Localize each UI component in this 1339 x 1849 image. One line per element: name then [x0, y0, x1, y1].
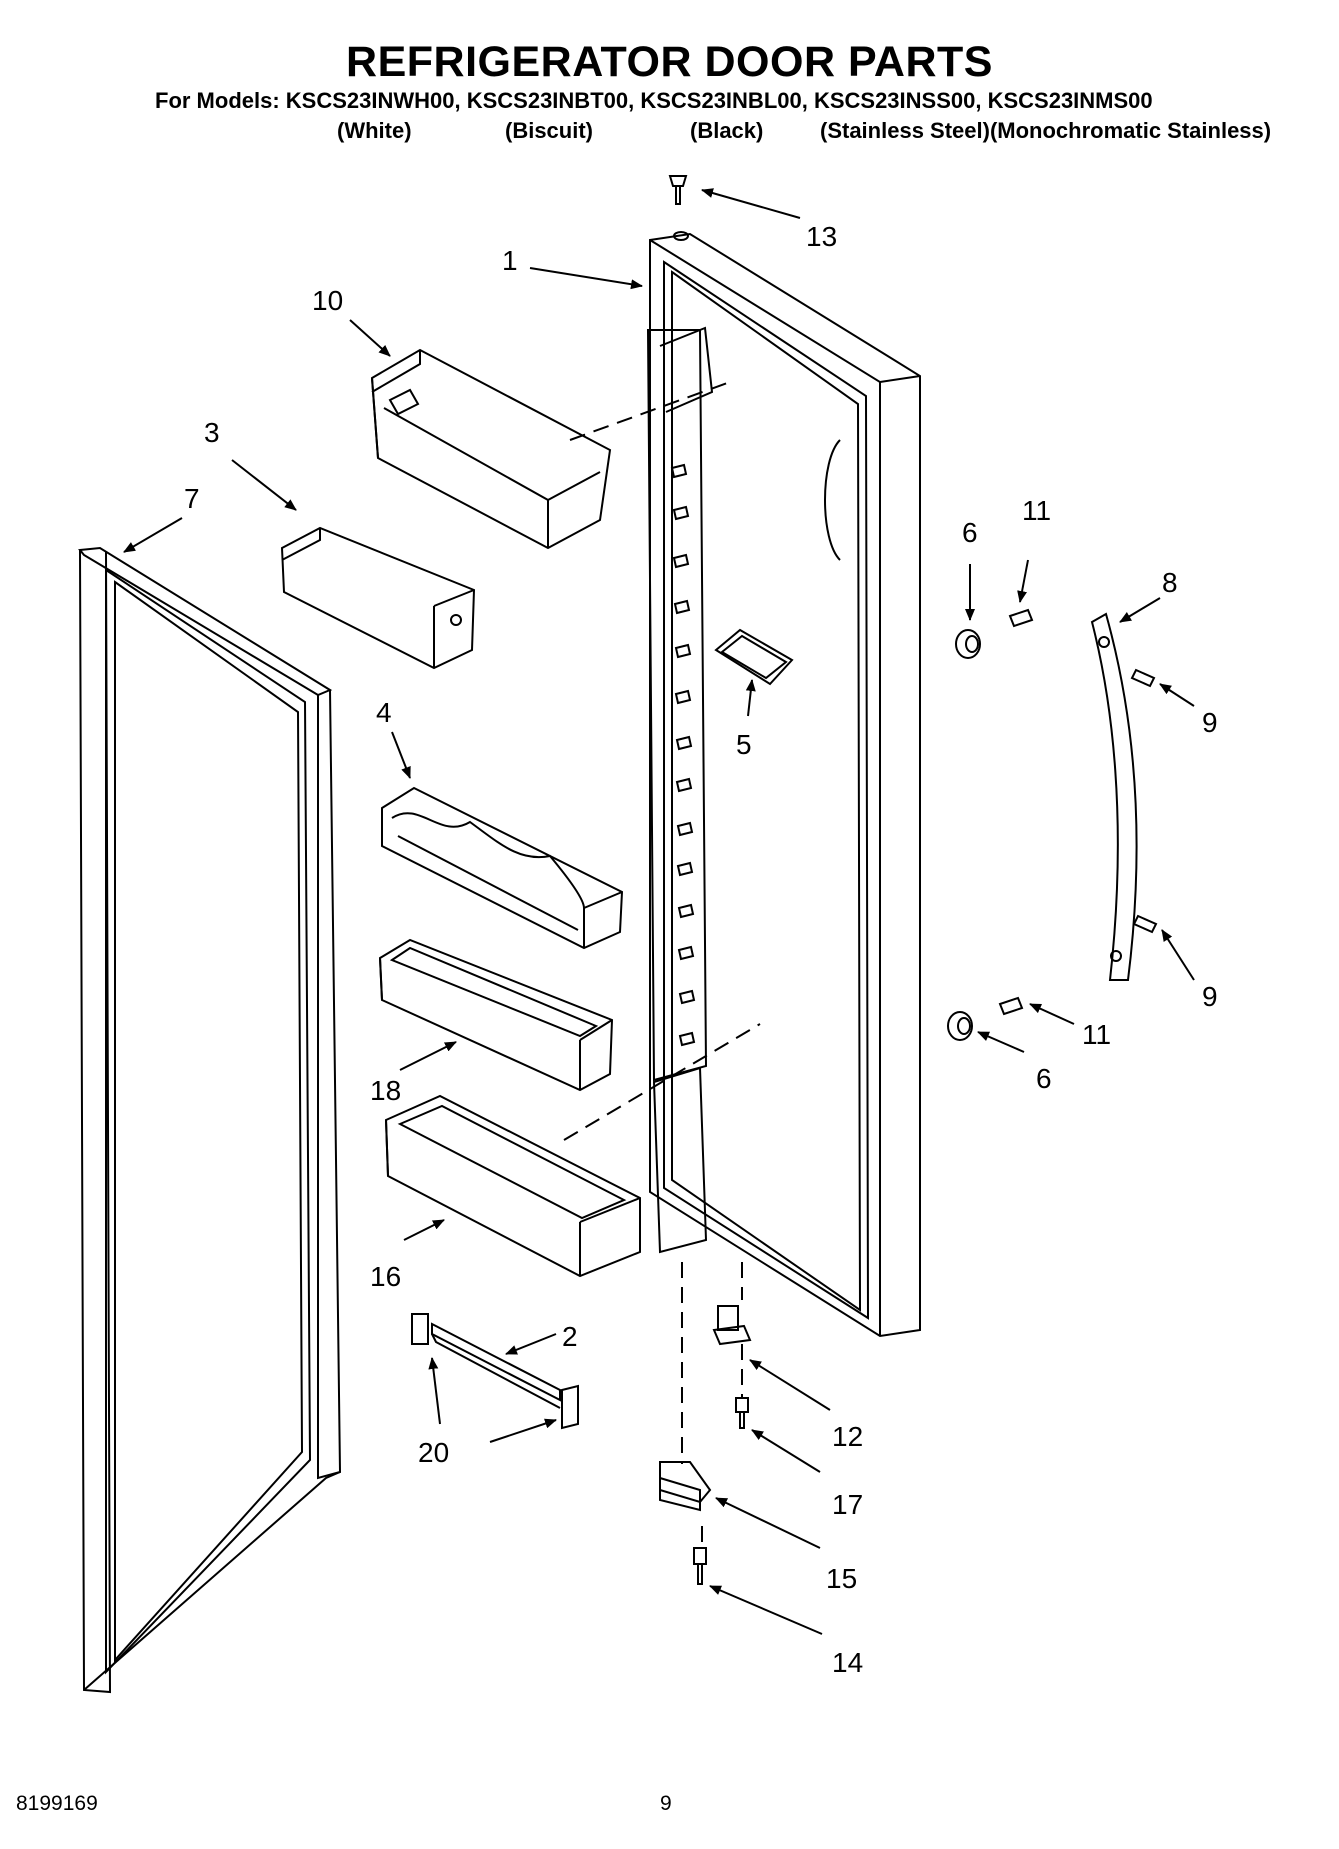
color-biscuit: (Biscuit) — [505, 118, 593, 143]
callout-17: 17 — [832, 1489, 863, 1520]
shelf-rail-part — [411, 1313, 579, 1430]
callout-4: 4 — [376, 697, 392, 728]
door-stop-part — [668, 175, 689, 241]
handle-screw-part — [1130, 668, 1158, 934]
callout-3: 3 — [204, 417, 220, 448]
callout-labels: 13 1 10 3 7 6 11 8 9 5 4 9 18 11 6 16 2 … — [184, 221, 1218, 1678]
callout-6-bottom: 6 — [1036, 1063, 1052, 1094]
hinge-bracket-part — [712, 1305, 752, 1346]
callout-18: 18 — [370, 1075, 401, 1106]
callout-15: 15 — [826, 1563, 857, 1594]
hinge-screw-part — [735, 1397, 749, 1429]
hinge-base-screw-part — [693, 1547, 707, 1585]
callout-2: 2 — [562, 1321, 578, 1352]
door-gasket-part — [78, 546, 342, 1694]
liner-shelf-slots — [670, 463, 696, 1047]
callout-6-top: 6 — [962, 517, 978, 548]
door-handle-part — [1090, 612, 1138, 981]
door-bin-large-part — [384, 1094, 641, 1278]
page-number: 9 — [660, 1792, 672, 1815]
callout-20: 20 — [418, 1437, 449, 1468]
callout-14: 14 — [832, 1647, 863, 1678]
callout-13: 13 — [806, 221, 837, 252]
page-title: REFRIGERATOR DOOR PARTS — [346, 38, 993, 86]
color-white: (White) — [337, 118, 412, 143]
callout-10: 10 — [312, 285, 343, 316]
callout-11-top: 11 — [1022, 495, 1051, 526]
callout-leaders — [123, 188, 1195, 1635]
callout-9-bottom: 9 — [1202, 981, 1218, 1012]
color-stainless: (Stainless Steel)(Monochromatic Stainles… — [820, 118, 1272, 143]
dairy-door-part — [370, 348, 612, 550]
door-bin-small-part — [378, 938, 614, 1092]
color-black: (Black) — [690, 118, 764, 143]
callout-12: 12 — [832, 1421, 863, 1452]
callout-5: 5 — [736, 729, 752, 760]
utility-tray-part — [714, 628, 794, 686]
door-liner-part — [646, 232, 921, 1338]
bottom-hinge-part — [659, 1461, 712, 1512]
document-number: 8199169 — [16, 1792, 98, 1815]
callout-1: 1 — [502, 245, 518, 276]
handle-spacer-part — [947, 629, 981, 1041]
callout-7: 7 — [184, 483, 200, 514]
model-list: For Models: KSCS23INWH00, KSCS23INBT00, … — [155, 88, 1153, 113]
spacer-screw-part — [998, 608, 1034, 1016]
egg-tray-part — [381, 786, 624, 950]
callout-11-bottom: 11 — [1082, 1019, 1111, 1050]
callout-8: 8 — [1162, 567, 1178, 598]
callout-16: 16 — [370, 1261, 401, 1292]
callout-9-top: 9 — [1202, 707, 1218, 738]
assembly-guide-lines — [563, 381, 761, 1548]
dairy-bin-part — [280, 526, 476, 670]
